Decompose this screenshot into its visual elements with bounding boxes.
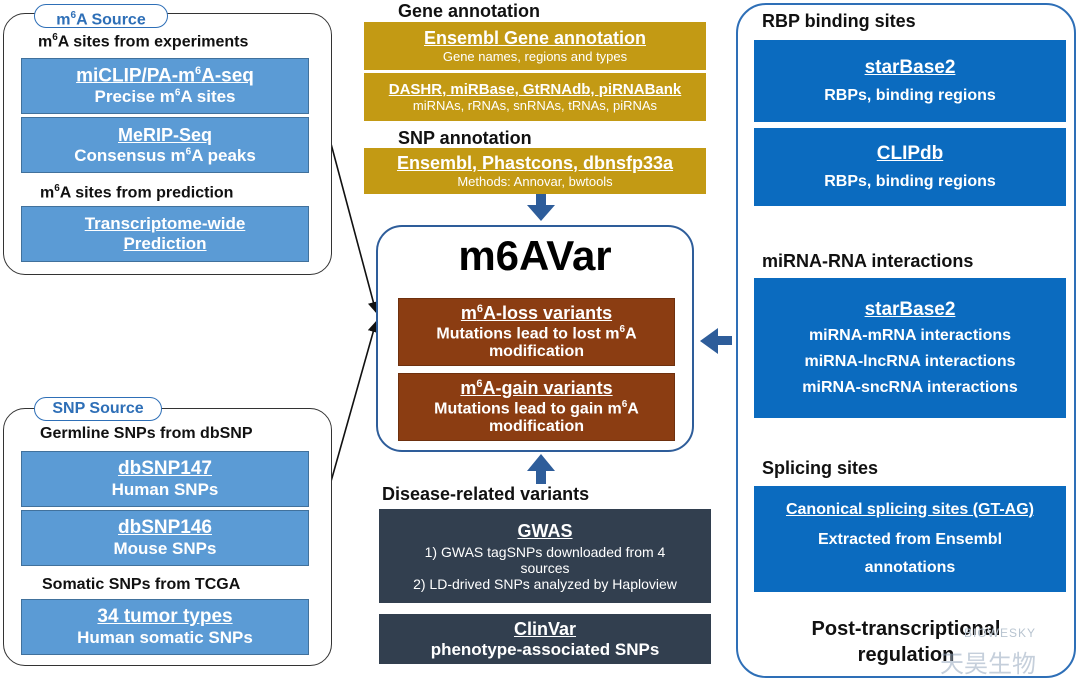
arrow-right-to-center (700, 328, 732, 354)
prediction-line1: Transcriptome-wide (84, 214, 246, 233)
m6a-gain-line2: modification (488, 418, 585, 436)
gwas-box: GWAS 1) GWAS tagSNPs downloaded from 4 s… (379, 509, 711, 603)
m6a-loss-line1: Mutations lead to lost m6A (436, 323, 637, 343)
splicing-title: Canonical splicing sites (GT-AG) (785, 501, 1035, 518)
watermark-latin: BIOWESKY (964, 626, 1037, 640)
germline-label: Germline SNPs from dbSNP (40, 425, 253, 442)
m6a-loss-box: m6A-loss variants Mutations lead to lost… (398, 298, 675, 366)
gwas-line2: sources (520, 559, 570, 576)
arrow-disease-up (527, 454, 555, 484)
snp-annotation-sub: Methods: Annovar, bwtools (457, 174, 613, 189)
tumor-box: 34 tumor types Human somatic SNPs (21, 599, 309, 655)
starbase-rbp-title: starBase2 (864, 57, 956, 78)
disease-heading: Disease-related variants (382, 484, 590, 504)
ensembl-gene-title: Ensembl Gene annotation (423, 28, 647, 48)
starbase-rbp-box: starBase2 RBPs, binding regions (754, 40, 1066, 122)
rbp-heading: RBP binding sites (762, 11, 916, 31)
mirna-line3: miRNA-sncRNA interactions (802, 379, 1018, 396)
footer-line2: regulation (857, 644, 955, 666)
m6a-gain-title: m6A-gain variants (460, 377, 613, 398)
clipdb-box: CLIPdb RBPs, binding regions (754, 128, 1066, 206)
ensembl-gene-sub: Gene names, regions and types (442, 49, 628, 64)
gene-annotation-heading: Gene annotation (398, 1, 541, 21)
clinvar-box: ClinVar phenotype-associated SNPs (379, 614, 711, 664)
tumor-title: 34 tumor types (97, 606, 233, 627)
merip-title: MeRIP-Seq (117, 124, 213, 145)
splicing-line1: Extracted from Ensembl (817, 531, 1003, 548)
post-transcriptional-footer: Post-transcriptional regulation (736, 616, 1076, 668)
ensembl-gene-box: Ensembl Gene annotation Gene names, regi… (364, 22, 706, 70)
m6a-gain-box: m6A-gain variants Mutations lead to gain… (398, 373, 675, 441)
m6a-loss-line2: modification (488, 343, 585, 361)
dashr-title: DASHR, miRBase, GtRNAdb, piRNABank (388, 81, 682, 98)
mirna-line2: miRNA-lncRNA interactions (804, 353, 1016, 370)
m6a-gain-line1: Mutations lead to gain m6A (434, 398, 639, 418)
snp-source-tag: SNP Source (34, 397, 162, 421)
miclip-box: miCLIP/PA-m6A-seq Precise m6A sites (21, 58, 309, 114)
m6a-experiments-label: m6A sites from experiments (38, 32, 249, 51)
starbase-rbp-sub: RBPs, binding regions (824, 87, 996, 104)
starbase-mirna-box: starBase2 miRNA-mRNA interactions miRNA-… (754, 278, 1066, 418)
dbsnp147-title: dbSNP147 (118, 458, 212, 479)
m6a-prediction-label: m6A sites from prediction (40, 183, 234, 202)
dbsnp146-sub: Mouse SNPs (113, 539, 217, 558)
prediction-line2: Prediction (123, 234, 207, 253)
clinvar-title: ClinVar (513, 618, 577, 639)
splicing-heading: Splicing sites (762, 458, 879, 478)
mirna-line1: miRNA-mRNA interactions (808, 327, 1012, 344)
m6a-loss-title: m6A-loss variants (460, 302, 613, 323)
snp-annotation-heading: SNP annotation (398, 128, 532, 148)
starbase-mirna-title: starBase2 (864, 299, 956, 320)
arrow-m6a-to-center (329, 139, 379, 314)
clipdb-sub: RBPs, binding regions (824, 173, 996, 190)
footer-line1: Post-transcriptional (811, 618, 1001, 640)
dbsnp147-box: dbSNP147 Human SNPs (21, 451, 309, 507)
prediction-box: Transcriptome-wide Prediction (21, 206, 309, 262)
dashr-box: DASHR, miRBase, GtRNAdb, piRNABank miRNA… (364, 73, 706, 121)
arrow-snp-to-center (329, 320, 379, 486)
dbsnp146-box: dbSNP146 Mouse SNPs (21, 510, 309, 566)
splicing-line2: annotations (864, 559, 956, 576)
clinvar-sub: phenotype-associated SNPs (430, 639, 660, 659)
snp-annotation-title: Ensembl, Phastcons, dbnsfp33a (396, 153, 674, 173)
clipdb-title: CLIPdb (876, 143, 944, 164)
dbsnp146-title: dbSNP146 (118, 517, 212, 538)
dashr-sub: miRNAs, rRNAs, snRNAs, tRNAs, piRNAs (412, 98, 658, 113)
gwas-title: GWAS (517, 520, 573, 541)
miclip-title: miCLIP/PA-m6A-seq (76, 64, 254, 87)
merip-box: MeRIP-Seq Consensus m6A peaks (21, 117, 309, 173)
gwas-line3: 2) LD-drived SNPs analyzed by Haploview (413, 575, 677, 592)
m6a-source-tag: m6A Source (34, 4, 168, 28)
somatic-label: Somatic SNPs from TCGA (42, 576, 241, 593)
splicing-box: Canonical splicing sites (GT-AG) Extract… (754, 486, 1066, 592)
tumor-sub: Human somatic SNPs (77, 628, 253, 647)
miclip-sub: Precise m6A sites (94, 87, 236, 107)
mirna-heading: miRNA-RNA interactions (762, 251, 974, 271)
dbsnp147-sub: Human SNPs (111, 480, 219, 499)
watermark-chinese: 天昊生物 (940, 650, 1036, 678)
m6avar-title: m6AVar (458, 232, 612, 279)
gwas-line1: 1) GWAS tagSNPs downloaded from 4 (424, 543, 666, 560)
merip-sub: Consensus m6A peaks (74, 145, 256, 165)
arrow-annotation-down (527, 194, 555, 221)
snp-annotation-box: Ensembl, Phastcons, dbnsfp33a Methods: A… (364, 148, 706, 194)
